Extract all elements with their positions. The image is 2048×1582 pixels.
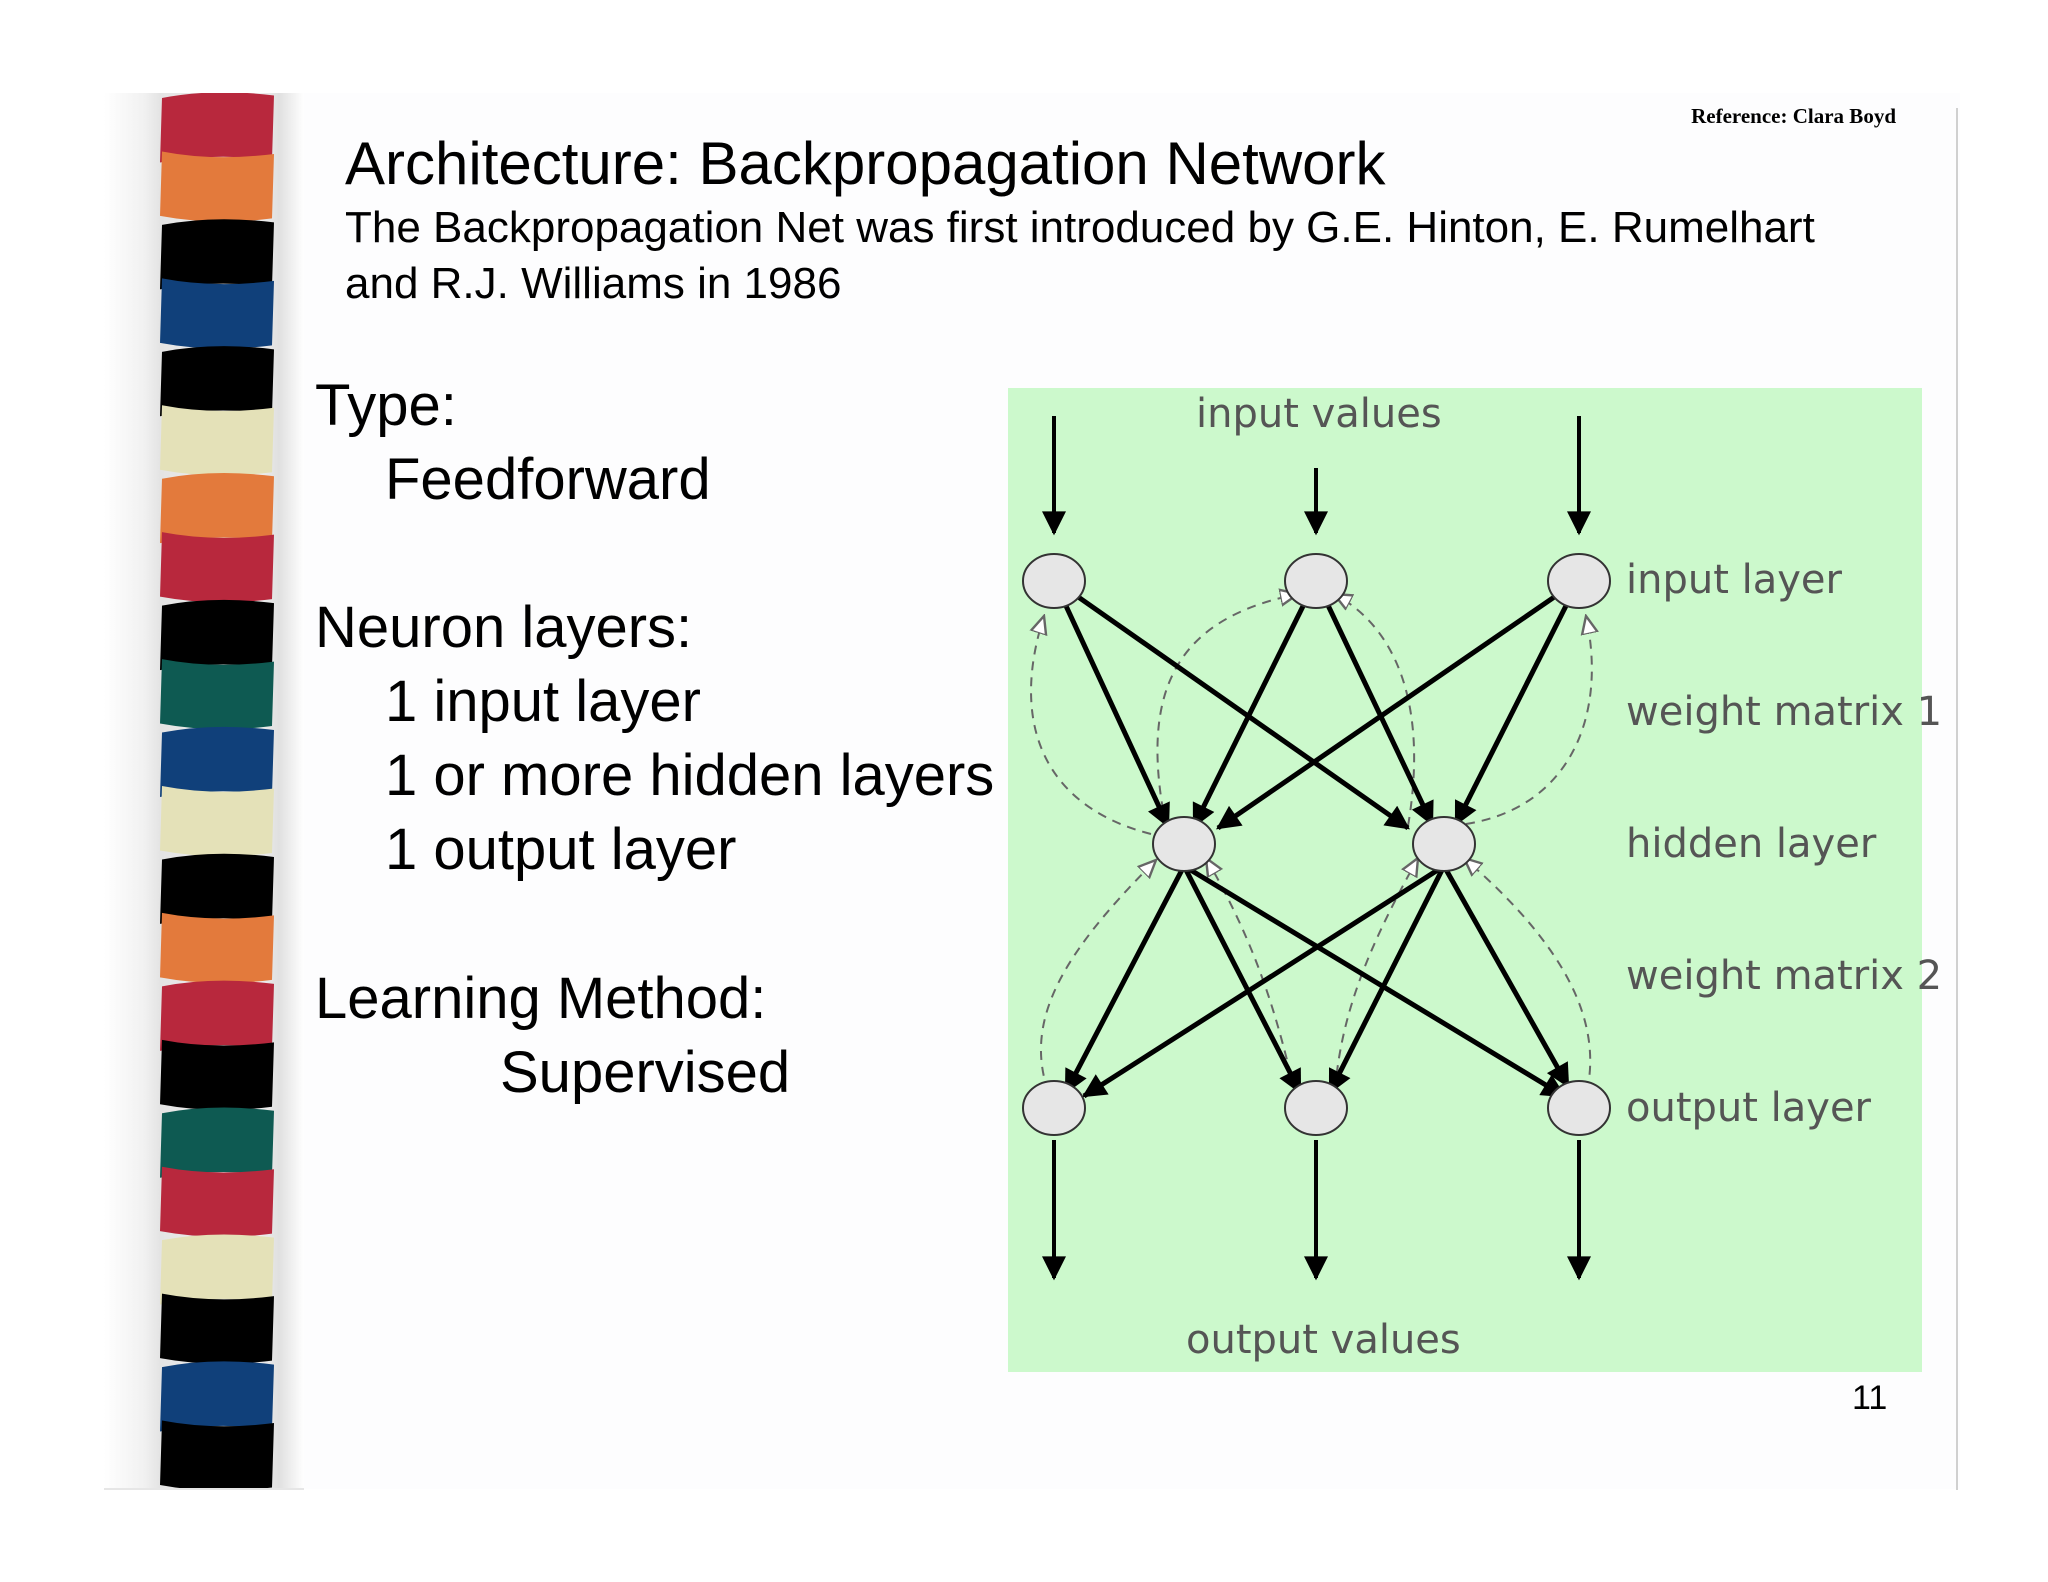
weight-edge (1191, 578, 1319, 829)
reference-note: Reference: Clara Boyd (1691, 104, 1896, 128)
slide-title: Architecture: Backpropagation Network (345, 130, 1386, 197)
output-values-label: output values (1186, 1317, 1461, 1363)
output-node (1284, 1080, 1348, 1136)
strip-band (160, 1420, 274, 1489)
network-diagram: input values output values input layer w… (1008, 388, 1942, 1372)
strip-band (160, 853, 274, 924)
weight-edge (1453, 578, 1582, 827)
strip-band (160, 1039, 274, 1110)
strip-band (160, 599, 274, 671)
input-node (1022, 553, 1086, 609)
backprop-arc (1464, 858, 1592, 1107)
layer-label: weight matrix 1 (1626, 689, 1943, 735)
strip-band (160, 1361, 274, 1432)
backprop-arc (1334, 594, 1416, 827)
learning-heading: Learning Method: (315, 966, 767, 1031)
strip-band (160, 912, 274, 984)
weight-edge (1327, 864, 1447, 1095)
weight-edge (1081, 863, 1446, 1099)
decorative-strip (104, 93, 304, 1489)
backprop-arc (1031, 616, 1152, 835)
intro-line-1: The Backpropagation Net was first introd… (345, 203, 1815, 252)
hidden-node (1152, 816, 1216, 872)
strip-band (160, 1107, 274, 1178)
strip-band (160, 151, 274, 222)
backprop-arc (1156, 594, 1298, 827)
weight-edge (1182, 863, 1567, 1099)
layer-label: weight matrix 2 (1626, 953, 1943, 999)
input-node (1547, 553, 1611, 609)
layer-label: input layer (1626, 557, 1842, 603)
learning-value: Supervised (500, 1040, 791, 1105)
strip-band (160, 726, 274, 797)
layer-label: output layer (1626, 1085, 1871, 1131)
page-number: 11 (1852, 1379, 1888, 1417)
input-values-label: input values (1196, 391, 1442, 437)
weight-edge (1181, 864, 1303, 1095)
decorative-strip-bands (160, 93, 274, 1489)
strip-band (160, 473, 274, 544)
bullet-content: Type: Feedforward Neuron layers: 1 input… (315, 0, 1015, 1582)
strip-band (160, 1293, 274, 1364)
intro-text: The Backpropagation Net was first introd… (345, 200, 1915, 312)
strip-band (160, 278, 274, 349)
layers-item: 1 input layer (385, 669, 701, 734)
weight-edge (1441, 864, 1571, 1089)
strip-band (160, 219, 274, 290)
strip-band (160, 405, 274, 476)
intro-line-2: and R.J. Williams in 1986 (345, 259, 842, 308)
strip-band (160, 93, 274, 163)
weight-edge (1063, 864, 1187, 1095)
strip-band (160, 532, 274, 603)
input-node (1284, 553, 1348, 609)
layers-item: 1 output layer (385, 817, 737, 882)
backprop-arc (1465, 616, 1592, 825)
hidden-node (1412, 816, 1476, 872)
right-rule (1956, 108, 1958, 1490)
strip-band (160, 1166, 274, 1237)
weight-edge (1313, 578, 1435, 827)
strip-band (160, 786, 274, 857)
weight-edge (1051, 578, 1171, 829)
strip-band (160, 1234, 274, 1305)
strip-band (160, 659, 274, 730)
backprop-arc (1040, 860, 1156, 1107)
type-heading: Type: (315, 373, 457, 438)
layers-heading: Neuron layers: (315, 595, 693, 660)
strip-band (160, 346, 274, 417)
strip-band (160, 980, 274, 1051)
output-node (1022, 1080, 1086, 1136)
layers-item: 1 or more hidden layers (385, 743, 995, 808)
network-diagram-svg (1022, 416, 1611, 1281)
layer-label: hidden layer (1626, 821, 1877, 867)
type-value: Feedforward (385, 447, 711, 512)
weight-edge (1216, 577, 1581, 831)
backprop-arc (1206, 858, 1299, 1107)
weight-edge (1052, 577, 1410, 831)
output-node (1547, 1080, 1611, 1136)
strip-bottom-edge (104, 1488, 304, 1490)
